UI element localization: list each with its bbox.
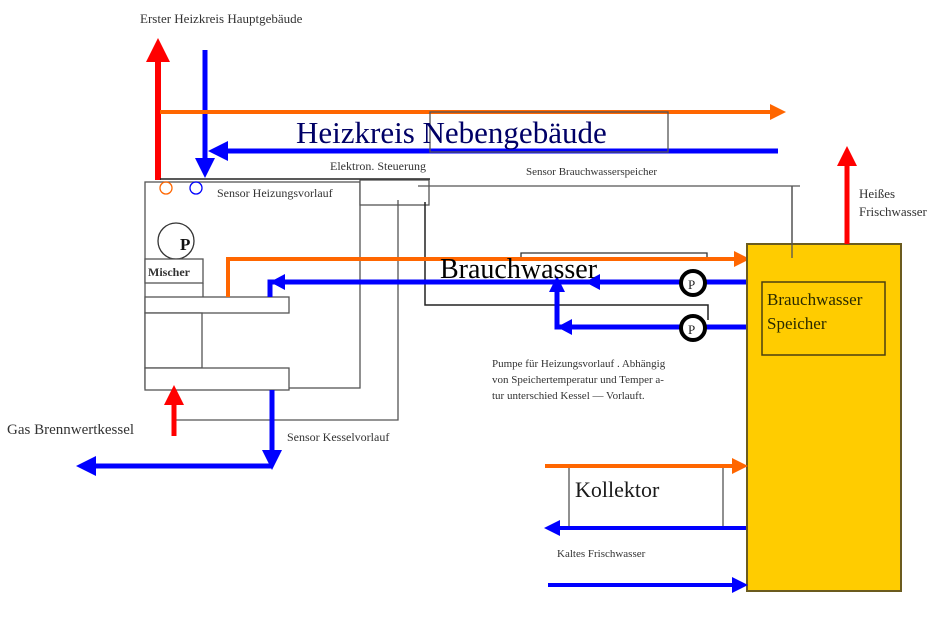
dhw-frame	[520, 252, 708, 257]
collector-label: Kollektor	[575, 477, 660, 502]
heat-exchanger-lower	[144, 367, 290, 391]
secondary-circuit-title: Heizkreis Nebengebäude	[296, 115, 607, 150]
boiler-sensor-wire	[176, 200, 399, 421]
return-sensor-icon	[189, 181, 203, 195]
secondary-circuit-frame	[429, 111, 669, 153]
supply-sensor-icon	[159, 181, 173, 195]
heating-pump-icon	[679, 314, 707, 342]
tank-label-line1: Brauchwasser	[767, 290, 863, 309]
dhw-return-mid-arrowhead	[585, 274, 600, 290]
dhw-pump-icon	[679, 269, 707, 297]
storage-tank	[746, 243, 902, 592]
dhw-supply-line	[226, 251, 750, 297]
domestic-water-label: Brauchwasser	[440, 254, 598, 285]
hot-fresh-water-label-2: Frischwasser	[859, 204, 928, 219]
heating-return-line	[554, 285, 680, 330]
sensor-boiler-label: Sensor Kesselvorlauf	[287, 430, 389, 444]
pump-control-wire	[424, 202, 709, 320]
main-circuit-label: Erster Heizkreis Hauptgebäude	[140, 11, 303, 26]
tank-label-frame	[761, 281, 886, 356]
sensor-tank-label: Sensor Brauchwasserspeicher	[526, 166, 657, 178]
boiler-label: Gas Brennwertkessel	[7, 422, 134, 438]
dhw-return-arrowhead	[270, 274, 285, 290]
mixer-box	[144, 258, 204, 284]
heating-pump-label: P	[688, 322, 695, 337]
mixer-label: Mischer	[148, 265, 191, 279]
controller-box	[359, 179, 430, 206]
pump-note-line3: tur unterschied Kessel — Vorlauft.	[492, 390, 645, 402]
heating-return-left-arrowhead	[557, 319, 572, 335]
hot-fresh-water-label-1: Heißes	[859, 186, 895, 201]
sensor-flow-label: Sensor Heizungsvorlauf	[217, 186, 333, 200]
heating-return-up-arrowhead	[549, 276, 565, 292]
dhw-pump-label: P	[688, 277, 695, 292]
heat-exchanger-core	[144, 312, 203, 369]
cold-fresh-water-label: Kaltes Frischwasser	[557, 548, 646, 560]
tank-label-line2: Speicher	[767, 314, 827, 333]
controller-label: Elektron. Steuerung	[330, 159, 426, 173]
collector-box	[568, 465, 724, 528]
heat-exchanger-upper	[144, 296, 290, 314]
pump-note-line1: Pumpe für Heizungsvorlauf . Abhängig	[492, 358, 666, 370]
pump-note-line2: von Speichertemperatur und Temper a-	[492, 374, 664, 386]
boiler-pump-label: P	[180, 235, 190, 254]
